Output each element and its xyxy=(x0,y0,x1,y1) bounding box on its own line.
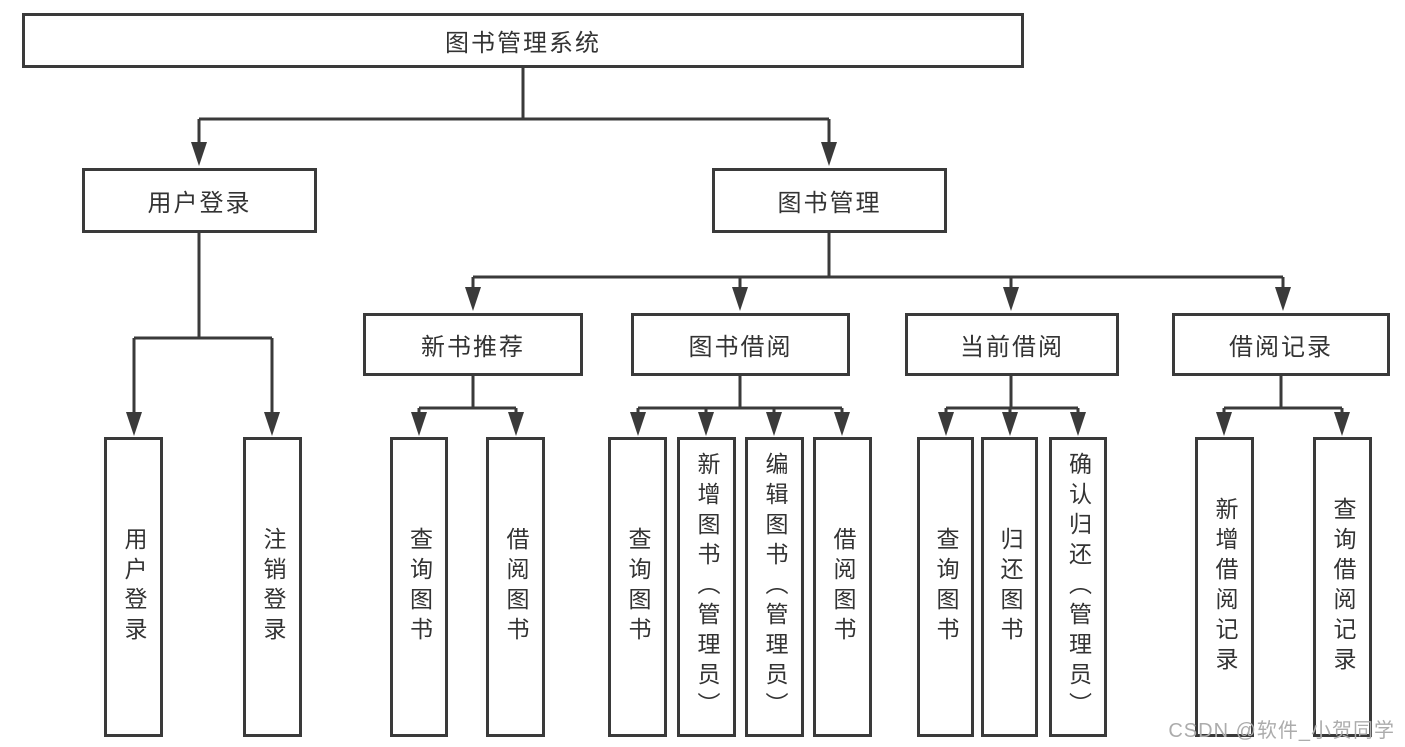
leaf-logout: 注销登录 xyxy=(243,437,302,737)
leaf-edit-book-admin: 编辑图书（管理员） xyxy=(745,437,804,737)
leaf-borrow-books-recommend: 借阅图书 xyxy=(486,437,545,737)
node-book-borrow: 图书借阅 xyxy=(631,313,850,376)
leaf-borrow-books: 借阅图书 xyxy=(813,437,872,737)
leaf-query-books-recommend: 查询图书 xyxy=(390,437,448,737)
leaf-query-borrow-record: 查询借阅记录 xyxy=(1313,437,1372,737)
leaf-user-login: 用户登录 xyxy=(104,437,163,737)
arrowheads xyxy=(126,142,1350,436)
csdn-watermark: CSDN @软件_小贺同学 xyxy=(1168,720,1395,742)
leaf-add-book-admin: 新增图书（管理员） xyxy=(677,437,736,737)
node-new-book-recommend: 新书推荐 xyxy=(363,313,583,376)
node-borrow-records: 借阅记录 xyxy=(1172,313,1390,376)
node-root: 图书管理系统 xyxy=(22,13,1024,68)
leaf-query-books-borrow: 查询图书 xyxy=(608,437,667,737)
leaf-add-borrow-record: 新增借阅记录 xyxy=(1195,437,1254,737)
leaf-confirm-return-admin: 确认归还（管理员） xyxy=(1049,437,1107,737)
node-current-borrow: 当前借阅 xyxy=(905,313,1119,376)
node-book-management: 图书管理 xyxy=(712,168,947,233)
node-user-login: 用户登录 xyxy=(82,168,317,233)
leaf-query-books-current: 查询图书 xyxy=(917,437,974,737)
leaf-return-book: 归还图书 xyxy=(981,437,1038,737)
